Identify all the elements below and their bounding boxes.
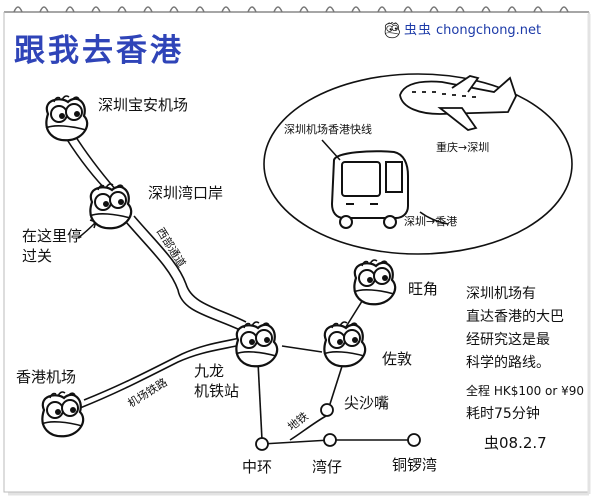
brand-url: chongchong.net <box>436 23 542 38</box>
brand-bug-icon <box>385 22 399 37</box>
label-wan-chai: 湾仔 <box>312 458 343 476</box>
station-dots <box>255 403 421 451</box>
label-shenzhen-airport: 深圳宝安机场 <box>98 96 189 114</box>
label-border-crossing: 在这里停 过关 <box>22 227 83 266</box>
note-signature: 虫08.2.7 <box>484 434 547 452</box>
bug-icon-shenzhen-airport <box>46 96 87 140</box>
bug-icon-shenzhen-bay <box>90 184 131 228</box>
label-tsim-sha-tsui: 尖沙嘴 <box>344 394 390 412</box>
label-hk-airport: 香港机场 <box>16 368 77 386</box>
note-line-1: 深圳机场有 <box>466 286 536 302</box>
label-express-bus: 深圳机场香港快线 <box>284 123 372 136</box>
spiral-binding <box>3 6 591 496</box>
note-line-3: 经研究这是最 <box>466 332 550 348</box>
label-flight: 重庆→深圳 <box>436 141 490 154</box>
brand-prefix: 虫虫 <box>404 23 433 38</box>
label-mong-kok: 旺角 <box>408 280 439 298</box>
label-causeway-bay: 铜锣湾 <box>392 456 438 474</box>
page-title: 跟我去香港 <box>14 33 184 69</box>
bug-icon-kowloon <box>236 322 277 366</box>
airplane-icon <box>399 75 517 131</box>
note-line-6: 耗时75分钟 <box>466 406 540 422</box>
note-line-5: 全程 HK$100 or ¥90 <box>466 384 585 398</box>
label-bus-route: 深圳→香港 <box>404 215 458 228</box>
note-line-2: 直达香港的大巴 <box>466 309 564 325</box>
label-central: 中环 <box>242 458 273 476</box>
bus-icon <box>330 150 409 229</box>
transport-bubble <box>263 73 573 255</box>
label-kowloon-station: 九龙 机铁站 <box>194 362 240 400</box>
note-line-4: 科学的路线。 <box>466 355 550 371</box>
bug-icon-mong-kok <box>354 260 395 304</box>
label-shenzhen-bay-port: 深圳湾口岸 <box>148 184 224 202</box>
bug-icon-hk-airport <box>42 392 83 436</box>
bug-icon-jordan <box>324 322 365 366</box>
label-jordan: 佐敦 <box>382 350 413 368</box>
